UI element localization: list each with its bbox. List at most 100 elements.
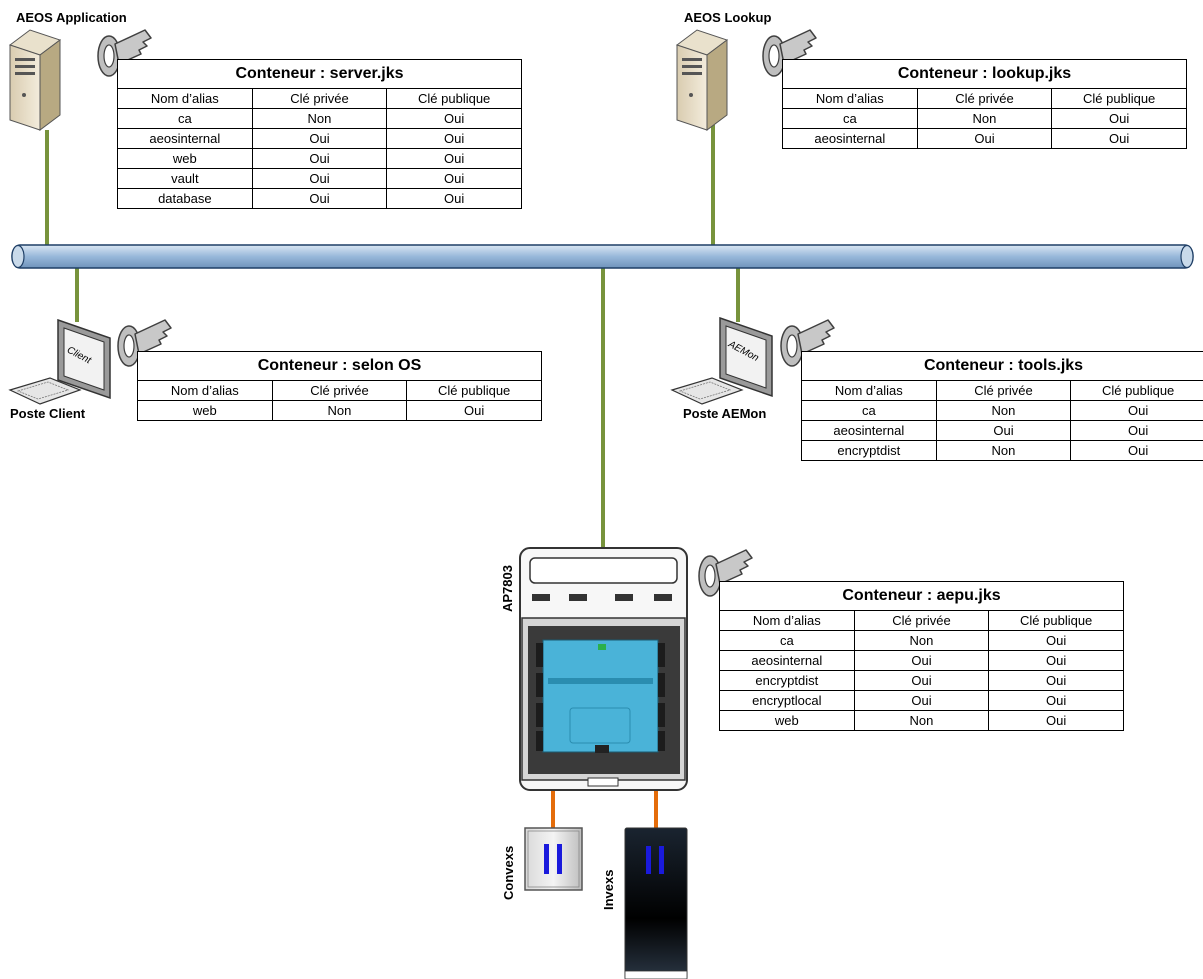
alias-cell: web (137, 400, 273, 421)
client-label: Poste Client (10, 406, 86, 421)
column-header-private: Clé privée (935, 380, 1072, 401)
column-header-private: Clé privée (853, 610, 990, 631)
public-key-cell: Oui (988, 670, 1124, 691)
invexs-reader-icon (624, 827, 688, 979)
private-key-cell: Oui (853, 690, 990, 711)
column-header-alias: Nom d’alias (801, 380, 937, 401)
private-key-cell: Oui (853, 650, 990, 671)
keystore-title: Conteneur : selon OS (137, 351, 542, 381)
column-header-public: Clé publique (406, 380, 542, 401)
public-key-cell: Oui (1070, 400, 1203, 421)
controller-label: AP7803 (500, 565, 515, 612)
column-header-public: Clé publique (1051, 88, 1187, 109)
keystore-title: Conteneur : lookup.jks (782, 59, 1187, 89)
invexs-label: Invexs (601, 869, 616, 910)
workstation-icon (670, 316, 773, 405)
private-key-cell: Non (935, 440, 1072, 461)
alias-cell: aeosinternal (782, 128, 918, 149)
server-tower-icon (8, 29, 62, 131)
column-header-alias: Nom d’alias (782, 88, 918, 109)
lookup-server-label: AEOS Lookup (684, 10, 772, 25)
keystore-title: Conteneur : aepu.jks (719, 581, 1124, 611)
public-key-cell: Oui (1070, 420, 1203, 441)
private-key-cell: Non (916, 108, 1053, 129)
public-key-cell: Oui (988, 650, 1124, 671)
public-key-cell: Oui (386, 188, 522, 209)
column-header-public: Clé publique (386, 88, 522, 109)
convexs-reader-icon (524, 827, 583, 891)
network-bus (11, 244, 1194, 269)
server-tower-icon (675, 29, 729, 131)
public-key-cell: Oui (406, 400, 542, 421)
public-key-cell: Oui (386, 148, 522, 169)
column-header-private: Clé privée (251, 88, 388, 109)
alias-cell: database (117, 188, 253, 209)
public-key-cell: Oui (1070, 440, 1203, 461)
column-header-alias: Nom d’alias (117, 88, 253, 109)
alias-cell: ca (801, 400, 937, 421)
column-header-alias: Nom d’alias (137, 380, 273, 401)
public-key-cell: Oui (386, 108, 522, 129)
public-key-cell: Oui (1051, 128, 1187, 149)
workstation-icon (8, 318, 111, 405)
convexs-label: Convexs (501, 845, 516, 900)
private-key-cell: Oui (251, 128, 388, 149)
alias-cell: aeosinternal (117, 128, 253, 149)
column-header-public: Clé publique (988, 610, 1124, 631)
controller-device-icon (519, 547, 688, 791)
public-key-cell: Oui (386, 128, 522, 149)
private-key-cell: Oui (935, 420, 1072, 441)
keystore-title: Conteneur : server.jks (117, 59, 522, 89)
private-key-cell: Oui (916, 128, 1053, 149)
private-key-cell: Oui (853, 670, 990, 691)
alias-cell: aeosinternal (719, 650, 855, 671)
private-key-cell: Oui (251, 188, 388, 209)
column-header-alias: Nom d’alias (719, 610, 855, 631)
column-header-public: Clé publique (1070, 380, 1203, 401)
app-server-label: AEOS Application (16, 10, 127, 25)
alias-cell: ca (117, 108, 253, 129)
alias-cell: vault (117, 168, 253, 189)
alias-cell: encryptlocal (719, 690, 855, 711)
alias-cell: web (117, 148, 253, 169)
private-key-cell: Oui (251, 168, 388, 189)
column-header-private: Clé privée (916, 88, 1053, 109)
private-key-cell: Non (853, 710, 990, 731)
public-key-cell: Oui (988, 690, 1124, 711)
alias-cell: aeosinternal (801, 420, 937, 441)
private-key-cell: Oui (251, 148, 388, 169)
private-key-cell: Non (853, 630, 990, 651)
private-key-cell: Non (251, 108, 388, 129)
alias-cell: encryptdist (719, 670, 855, 691)
public-key-cell: Oui (988, 630, 1124, 651)
public-key-cell: Oui (988, 710, 1124, 731)
alias-cell: encryptdist (801, 440, 937, 461)
alias-cell: web (719, 710, 855, 731)
public-key-cell: Oui (386, 168, 522, 189)
alias-cell: ca (782, 108, 918, 129)
network-links (45, 125, 740, 548)
keystore-title: Conteneur : tools.jks (801, 351, 1203, 381)
alias-cell: ca (719, 630, 855, 651)
